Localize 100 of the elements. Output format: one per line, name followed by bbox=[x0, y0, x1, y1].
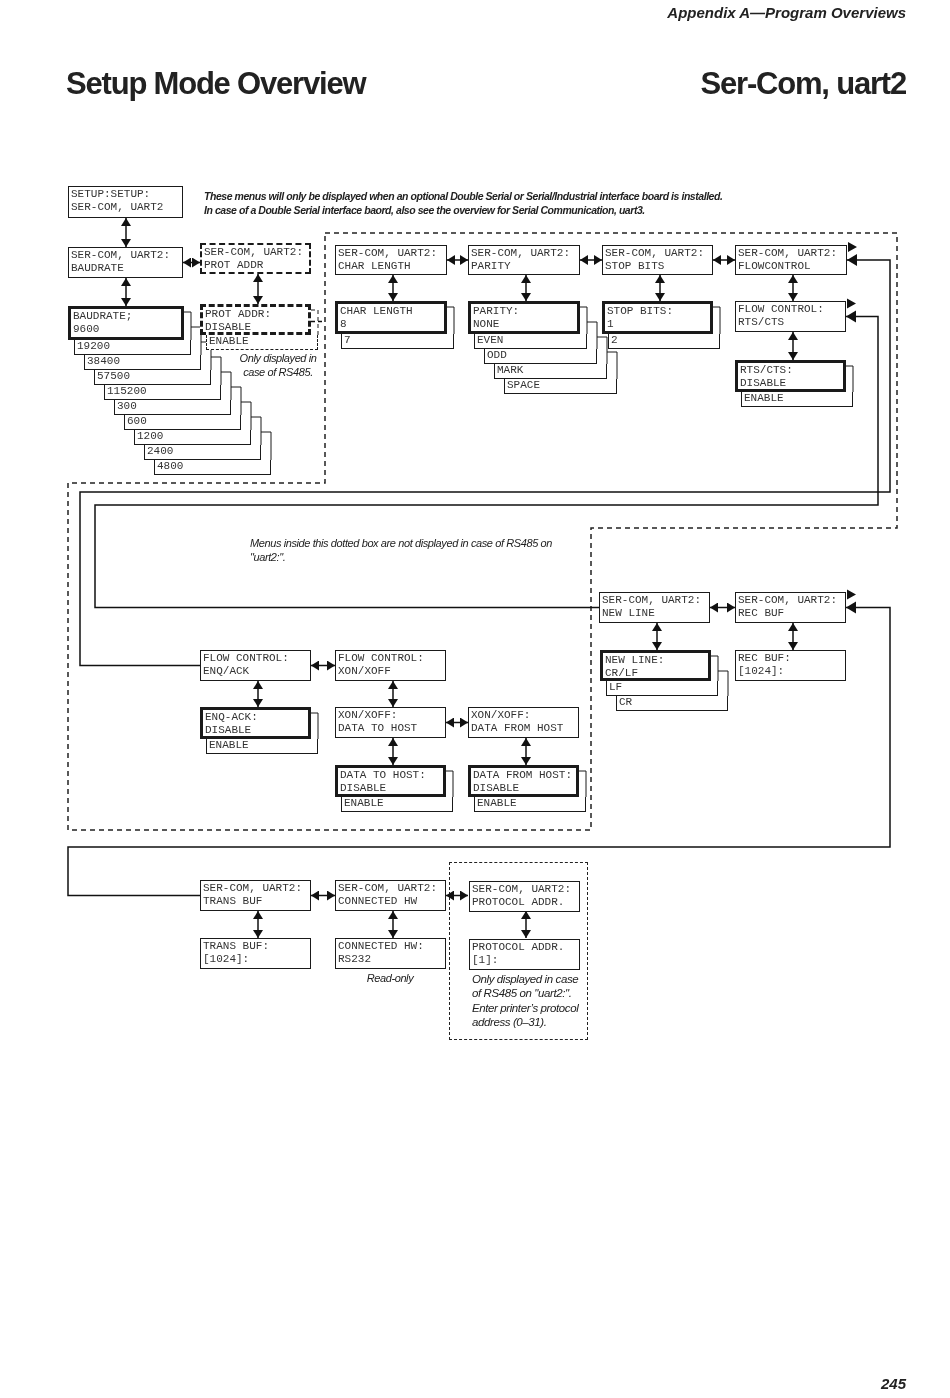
menu-display-box bbox=[335, 880, 446, 911]
option-box bbox=[606, 681, 718, 696]
display-text: DISABLE bbox=[205, 321, 253, 334]
display-text: FLOW CONTROL: bbox=[338, 652, 425, 665]
region-note: Menus inside this dotted box are not displayed in case of RS485 on "uart2:". bbox=[250, 537, 553, 565]
menu-display-box bbox=[735, 650, 846, 681]
display-text: FLOW CONTROL: bbox=[203, 652, 290, 665]
navigation-arrows bbox=[788, 331, 798, 361]
navigation-arrows bbox=[388, 274, 398, 302]
navigation-arrows bbox=[446, 255, 469, 265]
display-text: 8 bbox=[340, 318, 348, 331]
display-text: [1]: bbox=[472, 954, 500, 967]
display-text: 1 bbox=[607, 318, 615, 331]
navigation-arrows bbox=[579, 255, 603, 265]
display-text: ENABLE bbox=[744, 392, 785, 405]
display-text: TRANS BUF: bbox=[203, 940, 270, 953]
display-text: 7 bbox=[344, 334, 352, 347]
option-box bbox=[74, 340, 191, 355]
display-text: SER-COM, UART2: bbox=[203, 882, 304, 895]
display-text: CR/LF bbox=[605, 667, 639, 680]
display-text: ENABLE bbox=[209, 739, 250, 752]
display-text: [1024]: bbox=[203, 953, 251, 966]
display-text: ENABLE bbox=[477, 797, 518, 810]
selected-value-box bbox=[200, 707, 311, 739]
navigation-arrows bbox=[253, 910, 263, 939]
display-text: LF bbox=[609, 681, 624, 694]
option-box bbox=[206, 335, 318, 350]
option-box bbox=[616, 696, 728, 711]
display-text: PROTOCOL ADDR. bbox=[472, 896, 566, 909]
navigation-arrows bbox=[712, 255, 736, 265]
display-text: 115200 bbox=[107, 385, 148, 398]
display-text: DATA FROM HOST: bbox=[473, 769, 574, 782]
navigation-arrows bbox=[182, 257, 201, 268]
display-text: SER-COM, UART2: bbox=[738, 594, 839, 607]
menu-display-box bbox=[200, 650, 311, 681]
display-text: 2 bbox=[611, 334, 619, 347]
display-text: XON/XOFF: bbox=[471, 709, 532, 722]
display-text: CHAR LENGTH bbox=[340, 305, 414, 318]
section-heading: Ser-Com, uart2 bbox=[700, 66, 906, 102]
navigation-arrows bbox=[310, 660, 336, 671]
display-text: DISABLE bbox=[205, 724, 253, 737]
navigation-arrows bbox=[253, 273, 263, 305]
navigation-arrows bbox=[388, 910, 398, 939]
page-title: Setup Mode Overview bbox=[66, 66, 366, 102]
display-text: SER-COM, UART2: bbox=[738, 247, 839, 260]
menu-display-box bbox=[469, 939, 580, 970]
menu-display-box bbox=[335, 938, 446, 969]
display-text: SER-COM, UART2: bbox=[204, 246, 305, 259]
navigation-arrows bbox=[310, 890, 336, 901]
display-text: [1024]: bbox=[738, 665, 786, 678]
display-text: DISABLE bbox=[473, 782, 521, 795]
display-text: REC BUF: bbox=[738, 652, 792, 665]
navigation-arrows bbox=[388, 680, 398, 708]
display-text: EVEN bbox=[477, 334, 505, 347]
display-text: REC BUF bbox=[738, 607, 786, 620]
running-header: Appendix A—Program Overviews bbox=[667, 4, 906, 21]
option-box bbox=[484, 349, 597, 364]
note-text: Only displayed in case of RS485. bbox=[238, 352, 318, 380]
display-text: XON/XOFF: bbox=[338, 709, 399, 722]
option-box bbox=[504, 379, 617, 394]
page-number: 245 bbox=[880, 1375, 906, 1392]
display-text: SER-COM, UART2: bbox=[71, 249, 172, 262]
display-text: NONE bbox=[473, 318, 501, 331]
note-text: These menus will only be displayed when an optional Double Serial or Serial/Industrial interface board is installed. bbox=[204, 190, 723, 202]
selected-value-box bbox=[468, 765, 579, 797]
display-text: ENQ/ACK bbox=[203, 665, 251, 678]
display-text: SER-COM, UART2: bbox=[338, 882, 439, 895]
navigation-arrows bbox=[788, 274, 798, 302]
display-text: DISABLE bbox=[740, 377, 788, 390]
option-box bbox=[341, 334, 454, 349]
option-box bbox=[494, 364, 607, 379]
display-text: STOP BITS bbox=[605, 260, 666, 273]
display-text: 57500 bbox=[97, 370, 131, 383]
display-text: 300 bbox=[117, 400, 138, 413]
navigation-arrows bbox=[655, 274, 665, 302]
selected-value-box bbox=[602, 301, 713, 334]
display-text: RTS/CTS: bbox=[740, 364, 794, 377]
selected-value-box bbox=[68, 306, 184, 340]
display-text: STOP BITS: bbox=[607, 305, 674, 318]
display-text: PROTOCOL ADDR. bbox=[472, 941, 566, 954]
display-text: SER-COM, UART2 bbox=[71, 201, 165, 214]
selected-value-box bbox=[335, 301, 447, 334]
selected-value-box bbox=[468, 301, 580, 334]
display-text: DATA TO HOST bbox=[338, 722, 419, 735]
display-text: CONNECTED HW: bbox=[338, 940, 425, 953]
navigation-arrows bbox=[788, 622, 798, 651]
navigation-arrows bbox=[709, 602, 736, 613]
display-text: 600 bbox=[127, 415, 148, 428]
display-text: 9600 bbox=[73, 323, 101, 336]
display-text: RS232 bbox=[338, 953, 372, 966]
navigation-arrows bbox=[521, 910, 531, 939]
display-text: 38400 bbox=[87, 355, 121, 368]
display-text: SPACE bbox=[507, 379, 541, 392]
selected-value-box bbox=[335, 765, 446, 797]
display-text: 2400 bbox=[147, 445, 175, 458]
option-box bbox=[154, 460, 271, 475]
menu-display-box bbox=[602, 245, 713, 275]
display-text: PARITY bbox=[471, 260, 512, 273]
menu-display-box bbox=[200, 880, 311, 911]
menu-display-box bbox=[335, 650, 446, 681]
